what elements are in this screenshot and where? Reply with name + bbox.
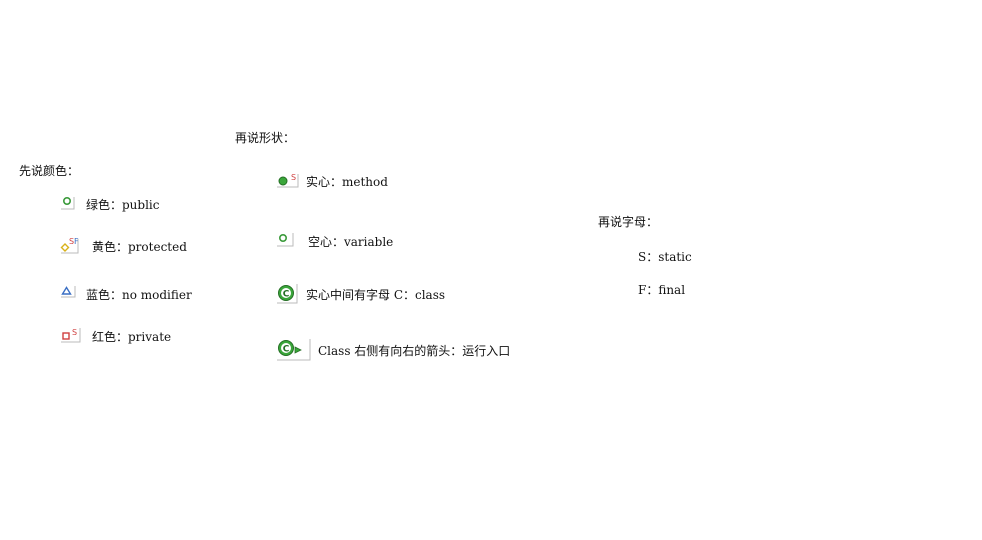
class-c-icon: C	[276, 283, 300, 305]
svg-text:S: S	[69, 237, 74, 246]
letters-heading: 再说字母：	[598, 215, 659, 229]
protected-label: 黄色：protected	[92, 239, 187, 254]
svg-text:C: C	[283, 290, 290, 300]
legend-item-public: 绿色：public	[60, 195, 160, 213]
legend-item-no-modifier: 蓝色：no modifier	[60, 285, 192, 303]
svg-text:C: C	[283, 345, 290, 355]
legend-item-variable: 空心：variable	[276, 232, 393, 250]
solid-green-circle-s-icon: S	[276, 172, 300, 190]
variable-label: 空心：variable	[308, 234, 394, 249]
static-label: S：static	[638, 250, 692, 264]
legend-item-run-entry: C Class 右侧有向右的箭头：运行入口	[276, 338, 510, 362]
public-label: 绿色：public	[86, 197, 160, 212]
legend-item-private: S 红色：private	[60, 327, 171, 345]
class-label: 实心中间有字母 C：class	[306, 287, 446, 302]
legend-item-protected: S F 黄色：protected	[60, 237, 187, 255]
legend-item-method: S 实心：method	[276, 172, 388, 190]
private-label: 红色：private	[92, 329, 172, 344]
hollow-green-circle-icon	[276, 232, 296, 250]
run-entry-label: Class 右侧有向右的箭头：运行入口	[318, 343, 511, 358]
shapes-heading: 再说形状：	[235, 131, 296, 145]
green-circle-icon	[60, 195, 80, 213]
svg-text:S: S	[291, 173, 296, 182]
yellow-diamond-sf-icon: S F	[60, 237, 80, 255]
red-square-s-icon: S	[60, 327, 81, 345]
blue-triangle-icon	[60, 285, 80, 303]
svg-text:F: F	[74, 237, 79, 246]
legend-item-class: C 实心中间有字母 C：class	[276, 283, 445, 305]
method-label: 实心：method	[306, 174, 388, 189]
class-run-arrow-icon: C	[276, 338, 312, 362]
colors-heading: 先说颜色：	[19, 164, 80, 178]
svg-text:S: S	[72, 328, 77, 337]
no-modifier-label: 蓝色：no modifier	[86, 287, 192, 302]
final-label: F：final	[638, 283, 686, 297]
